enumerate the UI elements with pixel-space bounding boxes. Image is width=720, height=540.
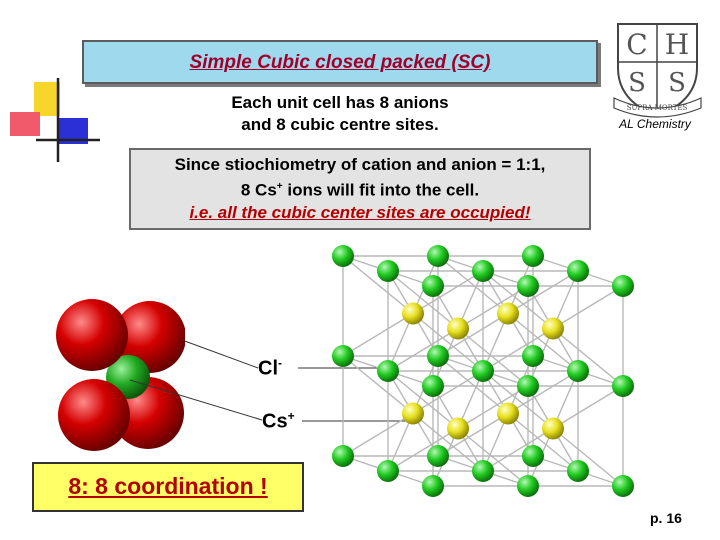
anion-ball-17 xyxy=(567,460,589,482)
lattice-bond-56 xyxy=(342,312,414,357)
school-crest-logo: C H S S SUPRA MORTES xyxy=(613,23,702,118)
cation-ball-19 xyxy=(542,317,564,340)
cation-ball-21 xyxy=(542,417,564,440)
info-line-1: Since stiochiometry of cation and anion … xyxy=(174,155,546,174)
slide-title: Simple Cubic closed packed (SC) xyxy=(189,52,491,73)
anion-ball-25 xyxy=(332,345,354,367)
cation-ball-33 xyxy=(402,402,424,425)
logo-caption: AL Chemistry xyxy=(619,117,691,131)
decorative-blocks xyxy=(10,78,100,162)
anion-ball-6 xyxy=(422,475,444,497)
lattice-bond-91 xyxy=(457,285,529,330)
info-ion-charge: + xyxy=(276,181,283,192)
anion-ball-13 xyxy=(472,360,494,382)
anion-ball-30 xyxy=(522,445,544,467)
info-box: Since stiochiometry of cation and anion … xyxy=(129,148,591,230)
info-line-2-rest: ions will fit into the cell. xyxy=(282,180,480,200)
lattice-bond-72 xyxy=(342,412,414,457)
anion-charge: - xyxy=(278,356,282,370)
info-text: Since stiochiometry of cation and anion … xyxy=(131,154,589,224)
cation-symbol: Cs xyxy=(262,410,288,433)
lattice-bond-104 xyxy=(387,427,459,472)
cation-label: Cs+ xyxy=(262,409,295,434)
lattice-bond-94 xyxy=(482,270,554,330)
cation-ball-31 xyxy=(402,302,424,325)
anion-ball-26 xyxy=(427,345,449,367)
cation-ball-18 xyxy=(447,317,469,340)
coordination-box: 8: 8 coordination ! xyxy=(32,462,304,512)
lattice-bond-109 xyxy=(457,427,529,487)
lattice-bond-88 xyxy=(387,327,459,372)
anion-ball-28 xyxy=(332,445,354,467)
lattice-bond-54 xyxy=(342,255,414,315)
anion-ball-7 xyxy=(517,475,539,497)
anion-ball-23 xyxy=(427,245,449,267)
lattice-bond-99 xyxy=(552,285,624,330)
cation-ball-32 xyxy=(497,302,519,325)
anion-ball-5 xyxy=(612,375,634,397)
crest-letter-4: S xyxy=(668,68,686,98)
anion-ball-9 xyxy=(377,260,399,282)
anion-ball-2 xyxy=(612,275,634,297)
crest-motto: SUPRA MORTES xyxy=(627,104,688,112)
anion-ball-11 xyxy=(567,260,589,282)
anion-ball-16 xyxy=(472,460,494,482)
lattice-bond-67 xyxy=(507,270,579,315)
anion-ball-8 xyxy=(612,475,634,497)
anion-ball-1 xyxy=(517,275,539,297)
page-number: p. 16 xyxy=(650,510,682,526)
lattice-bond-96 xyxy=(482,327,554,372)
lattice-bond-77 xyxy=(412,412,484,472)
crest-letter-3: S xyxy=(628,68,646,98)
lattice-bond-70 xyxy=(342,355,414,415)
lattice-bond-83 xyxy=(507,370,579,415)
crest-letter-1: C xyxy=(626,28,647,61)
info-ion-symbol: 8 Cs xyxy=(240,180,277,200)
info-line-3: i.e. all the cubic center sites are occu… xyxy=(189,202,531,222)
lattice-bond-69 xyxy=(507,312,579,372)
anion-ball-15 xyxy=(377,460,399,482)
anion-ball-14 xyxy=(567,360,589,382)
cation-ball-20 xyxy=(447,417,469,440)
lattice-bond-107 xyxy=(457,385,529,430)
info-line-2: 8 Cs+ ions will fit into the cell. xyxy=(131,176,589,202)
subtitle: Each unit cell has 8 anions and 8 cubic … xyxy=(190,92,490,136)
lattice-bond-59 xyxy=(412,270,484,315)
lattice-bond-75 xyxy=(412,370,484,415)
lattice-bond-61 xyxy=(412,312,484,372)
cscl-lattice-model xyxy=(332,245,634,497)
lattice-bond-93 xyxy=(457,327,529,387)
cation-ball-34 xyxy=(497,402,519,425)
lattice-bond-101 xyxy=(552,327,624,387)
anion-ball-29 xyxy=(427,445,449,467)
anion-ball-27 xyxy=(522,345,544,367)
anion-ball-24 xyxy=(522,245,544,267)
lattice-bond-112 xyxy=(482,427,554,472)
subtitle-line-2: and 8 cubic centre sites. xyxy=(241,115,439,134)
cscl-space-filling-model xyxy=(56,299,185,451)
lattice-bond-115 xyxy=(552,385,624,430)
anion-ball-3 xyxy=(422,375,444,397)
lattice-bond-62 xyxy=(437,255,509,315)
title-box: Simple Cubic closed packed (SC) xyxy=(82,40,598,84)
cation-charge: + xyxy=(287,409,295,423)
lattice-bond-117 xyxy=(552,427,624,487)
lattice-bond-85 xyxy=(507,412,579,472)
anion-ball-4 xyxy=(517,375,539,397)
coordination-text: 8: 8 coordination ! xyxy=(68,473,268,499)
anion-symbol: Cl xyxy=(258,357,278,380)
lattice-atoms xyxy=(332,245,634,497)
lattice-bond-86 xyxy=(387,270,459,330)
crest-letter-2: H xyxy=(665,28,689,61)
lattice-bond-78 xyxy=(437,355,509,415)
anion-label: Cl- xyxy=(258,356,282,381)
lattice-bond-110 xyxy=(482,370,554,430)
subtitle-line-1: Each unit cell has 8 anions xyxy=(231,93,449,112)
anion-ball-12 xyxy=(377,360,399,382)
anion-ball-22 xyxy=(332,245,354,267)
lattice-bond-102 xyxy=(387,370,459,430)
anion-ball-10 xyxy=(472,260,494,282)
anion-ball-0 xyxy=(422,275,444,297)
